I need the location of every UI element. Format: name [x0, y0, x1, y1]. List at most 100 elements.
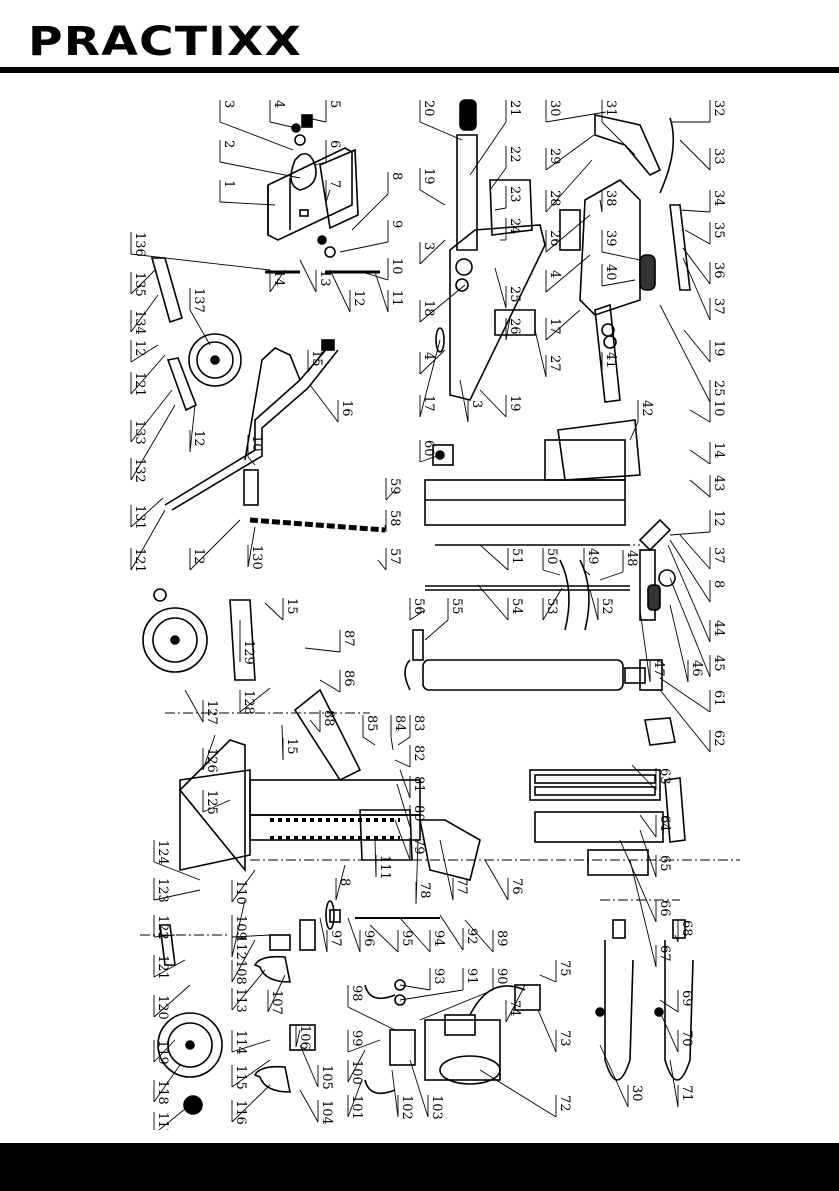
part-number-label: 97: [328, 930, 343, 947]
part-number-label: 15: [284, 598, 299, 615]
callout-leader-line: [639, 829, 657, 878]
callout-leader-line: [419, 284, 466, 323]
callout-leader-line: [669, 577, 711, 678]
callout-leader-line: [631, 764, 657, 791]
callout-leader-line: [384, 524, 387, 533]
lever-linkage-part: [559, 518, 676, 631]
callout-leader-line: [347, 1079, 363, 1118]
part-number-label: 39: [603, 230, 618, 247]
part-number-label: 114: [233, 1030, 248, 1055]
part-number-label: 112: [233, 935, 248, 960]
part-number-label: 95: [399, 930, 414, 947]
part-number-label: 12: [132, 340, 147, 357]
part-number-label: 77: [454, 878, 469, 895]
part-number-label: 38: [603, 190, 618, 207]
part-number-label: 94: [431, 930, 446, 947]
callout-leader-line: [683, 329, 711, 363]
part-number-label: 32: [711, 100, 726, 117]
part-number-label: 87: [341, 630, 356, 647]
part-number-label: 93: [431, 968, 446, 985]
part-number-label: 104: [319, 1100, 334, 1125]
callout-leader-line: [396, 783, 411, 828]
part-number-label: 23: [507, 186, 522, 203]
callout-leader-line: [374, 271, 389, 313]
part-number-label: 12: [191, 548, 206, 565]
part-number-label: 125: [204, 790, 219, 815]
callout-leader-line: [299, 259, 317, 293]
callout-leader-line: [439, 839, 454, 901]
brand-logo: PRACTIXX: [24, 14, 301, 68]
part-number-label: 29: [547, 148, 562, 165]
part-number-label: 124: [155, 840, 170, 865]
part-number-label: 17: [547, 318, 562, 335]
part-number-label: 46: [689, 660, 704, 677]
motor-part: [424, 984, 541, 1085]
part-number-label: 63: [657, 768, 672, 785]
callout-leader-line: [539, 974, 557, 983]
part-number-label: 83: [411, 715, 426, 732]
callout-leader-line: [231, 969, 266, 1011]
part-number-label: 3: [221, 100, 236, 108]
callout-leader-line: [362, 736, 376, 746]
part-number-label: 137: [191, 288, 206, 313]
callout-leader-line: [231, 1084, 271, 1123]
tow-handle-part: [150, 257, 339, 511]
part-number-label: 70: [679, 1030, 694, 1047]
callout-leader-line: [347, 1039, 381, 1053]
part-number-label: 123: [155, 878, 170, 903]
part-number-label: 17: [421, 395, 436, 412]
part-number-label: 41: [603, 352, 618, 369]
part-number-label: 20: [421, 100, 436, 117]
chain-part: [249, 517, 386, 533]
base-frame-part: [267, 147, 359, 241]
callout-leader-line: [419, 349, 446, 375]
callout-leader-line: [247, 456, 256, 466]
callout-leader-line: [545, 214, 591, 253]
callout-leader-line: [231, 899, 246, 958]
part-number-label: 98: [349, 985, 364, 1002]
part-number-label: 82: [411, 745, 426, 762]
part-number-label: 106: [297, 1025, 312, 1050]
callout-leader-line: [347, 1006, 396, 1031]
callout-leader-line: [669, 604, 689, 683]
part-number-label: 60: [421, 440, 436, 457]
part-number-label: 78: [417, 882, 432, 899]
callout-leader-line: [307, 117, 327, 123]
part-number-label: 86: [341, 670, 356, 687]
part-number-label: 88: [321, 710, 336, 727]
part-number-label: 33: [711, 148, 726, 165]
part-number-label: 3: [469, 400, 484, 408]
callout-leader-line: [130, 497, 164, 528]
part-number-label: 117: [155, 1112, 170, 1130]
part-number-label: 115: [233, 1065, 248, 1090]
part-number-label: 72: [557, 1095, 572, 1112]
callout-leader-line: [619, 839, 657, 923]
part-number-label: 128: [241, 690, 256, 715]
callout-leader-line: [589, 589, 599, 621]
part-number-label: 34: [711, 190, 726, 207]
part-number-label: 68: [679, 920, 694, 937]
callout-leader-line: [264, 602, 284, 621]
callout-leader-line: [639, 814, 657, 838]
page-footer-bar: [0, 1143, 839, 1191]
callout-leader-line: [464, 919, 494, 953]
callout-leader-line: [479, 1069, 557, 1118]
callout-leader-line: [153, 1104, 191, 1135]
callout-leader-line: [299, 1044, 319, 1088]
part-number-label: 14: [711, 442, 726, 459]
callout-leader-line: [397, 736, 411, 746]
part-number-label: 126: [204, 748, 219, 773]
wedge-plates-part: [529, 717, 686, 876]
callout-leader-line: [130, 269, 156, 295]
part-number-label: 16: [339, 400, 354, 417]
callout-leader-line: [130, 354, 166, 395]
part-number-label: 67: [657, 945, 672, 962]
callout-leader-line: [545, 254, 591, 293]
part-number-label: 107: [269, 990, 284, 1015]
part-number-label: 5: [327, 100, 342, 108]
part-number-label: 8: [337, 878, 352, 886]
part-number-label: 12: [351, 290, 366, 307]
part-number-label: 45: [711, 655, 726, 672]
callout-leader-line: [639, 609, 651, 683]
callout-leader-line: [153, 934, 176, 938]
